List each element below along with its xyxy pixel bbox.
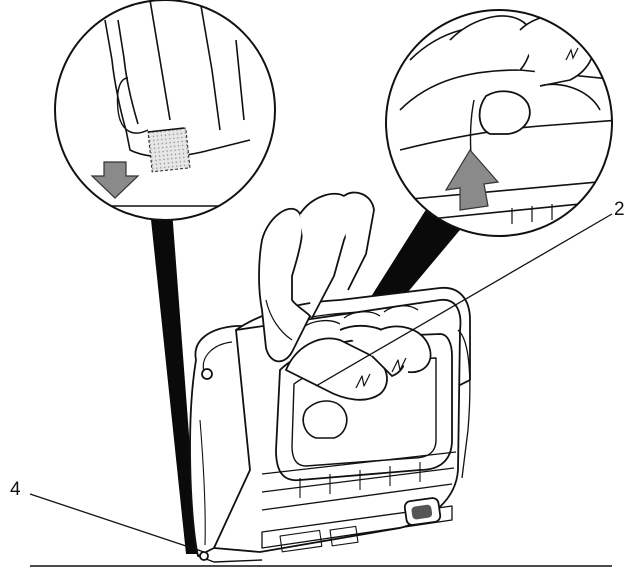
leader-line-2	[315, 213, 613, 387]
down-arrow-icon	[90, 161, 140, 199]
leader-line-4	[29, 493, 205, 553]
detail-circle-right	[385, 9, 613, 237]
up-arrow-icon	[444, 148, 500, 211]
printer-body	[189, 287, 471, 563]
hand-drawing	[258, 191, 432, 401]
detail-circle-left	[54, 0, 276, 221]
zoom-beam-left	[150, 210, 198, 554]
callout-label-4: 4	[10, 479, 21, 500]
callout-label-2: 2	[614, 199, 625, 220]
